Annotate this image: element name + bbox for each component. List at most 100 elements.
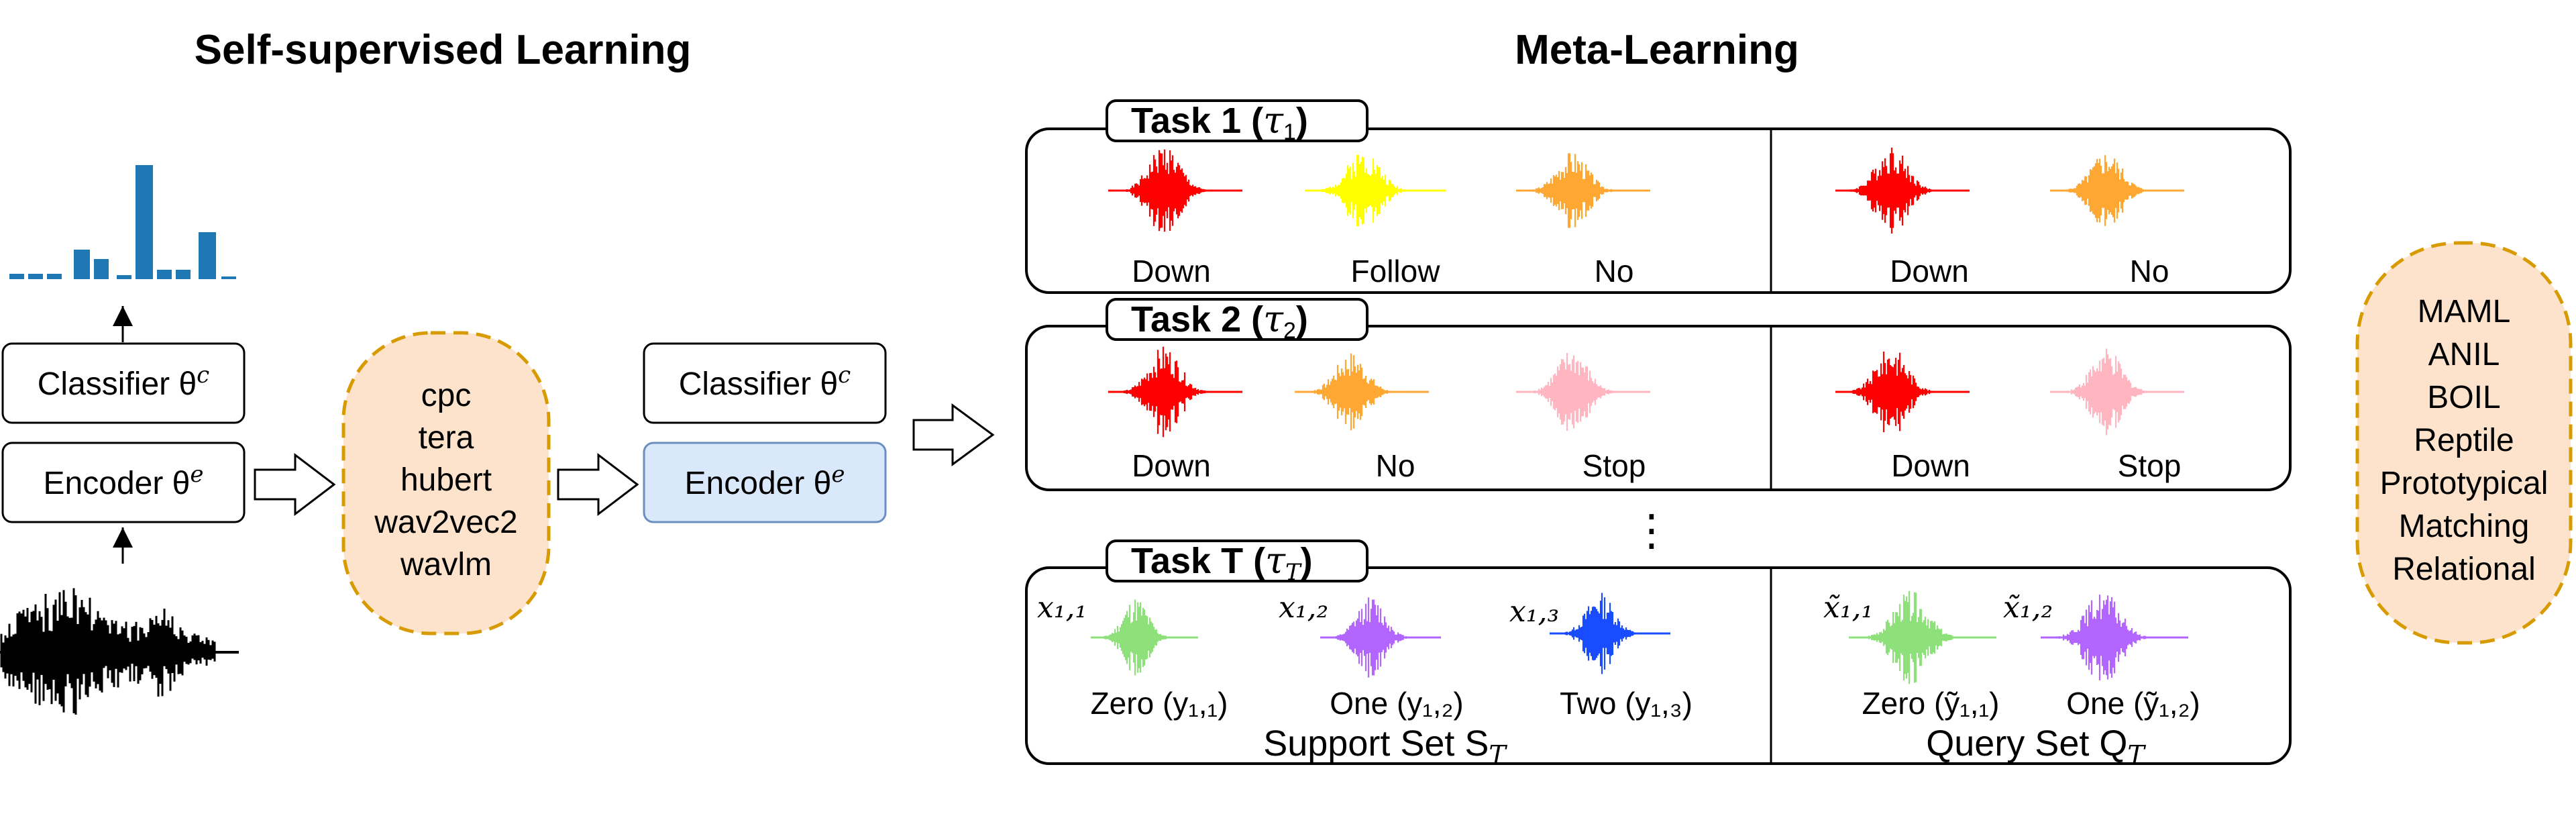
ssl-model-hubert: hubert — [400, 462, 492, 498]
output-bar — [94, 259, 109, 279]
taskT-sub: T — [1285, 559, 1302, 586]
output-bar — [136, 165, 153, 279]
taskT-close: ) — [1301, 541, 1313, 581]
task1-waves — [1107, 148, 2184, 234]
middle-encoder-sup: e — [831, 461, 845, 488]
taskT-support-0: Zero (y₁,₁) — [1091, 686, 1228, 721]
hollow-arrow-encoder-to-models — [254, 452, 336, 517]
task1-query-1: No — [2130, 254, 2169, 289]
ssl-model-wav2vec2: wav2vec2 — [374, 505, 517, 540]
wave-blue — [1548, 593, 1670, 674]
output-bar — [28, 274, 43, 279]
ssl-classifier-label: Classifier θc — [38, 362, 209, 402]
wave-green — [1089, 599, 1198, 676]
algorithms-blob — [2355, 241, 2573, 645]
taskT-sym: τ — [1265, 540, 1286, 582]
wave-yellow — [1303, 154, 1446, 227]
ssl-encoder-label-text: Encoder θ — [44, 466, 191, 501]
task1-label-text: Task 1 ( — [1131, 101, 1263, 141]
task1-sub: 1 — [1283, 119, 1296, 145]
query-set-sub: T — [2127, 740, 2146, 770]
ssl-encoder-label: Encoder θe — [44, 461, 204, 501]
ssl-model-tera: tera — [419, 420, 474, 456]
hollow-arrow-to-meta — [912, 403, 995, 466]
task2-sub: 2 — [1283, 318, 1296, 344]
task1-support-1: Follow — [1351, 254, 1441, 289]
algo-relational: Relational — [2392, 552, 2535, 587]
ssl-classifier-box — [1, 342, 246, 424]
taskT-support-x-1: x₁,₂ — [1279, 591, 1328, 625]
algo-maml: MAML — [2418, 294, 2511, 329]
middle-encoder-box — [643, 442, 887, 523]
output-bar — [157, 270, 172, 279]
wave-purple — [1319, 597, 1441, 678]
hollow-arrow-models-to-encoder — [557, 452, 639, 517]
taskT-support-x-0: x₁,₁ — [1037, 591, 1087, 625]
middle-classifier-label: Classifier θc — [679, 362, 851, 402]
task2-close: ) — [1296, 299, 1308, 340]
wave-green — [1847, 591, 1996, 684]
ssl-model-cpc: cpc — [421, 378, 472, 413]
task2-label-text: Task 2 ( — [1131, 299, 1263, 340]
taskT-support-1: One (y₁,₂) — [1330, 686, 1464, 721]
task1-support-2: No — [1595, 254, 1634, 289]
ssl-encoder-box — [1, 442, 246, 523]
task1-support-0: Down — [1132, 254, 1211, 289]
taskT-query-0: Zero (ỹ₁,₁) — [1862, 686, 2000, 721]
ssl-model-wavlm: wavlm — [400, 547, 492, 582]
output-bar — [199, 232, 216, 279]
wave-red — [1834, 148, 1970, 234]
task1-tag — [1106, 99, 1368, 142]
wave-red — [1834, 351, 1970, 433]
meta-title: Meta-Learning — [1515, 27, 1799, 73]
taskT-waves — [1089, 591, 2188, 684]
output-bar — [9, 274, 24, 279]
wave-purple — [2039, 595, 2188, 680]
taskT-label-text: Task T ( — [1131, 541, 1265, 581]
taskT-query-1: One (ỹ₁,₂) — [2066, 686, 2200, 721]
query-set-text: Query Set Q — [1926, 723, 2127, 764]
ssl-classifier-sup: c — [197, 362, 209, 389]
task2-box — [1025, 325, 2292, 491]
support-set-text: Support Set S — [1263, 723, 1489, 764]
support-set-label: Support Set ST — [1263, 723, 1507, 770]
middle-classifier-box — [643, 342, 887, 424]
wave-orange — [1293, 353, 1429, 431]
tasks-ellipsis: ⋮ — [1630, 506, 1673, 554]
task2-tag — [1106, 298, 1368, 341]
taskT-box — [1025, 566, 2292, 765]
middle-encoder-label: Encoder θe — [685, 461, 845, 501]
task2-support-1: No — [1376, 448, 1415, 483]
taskT-label: Task T (τT) — [1131, 540, 1313, 586]
output-bar — [221, 276, 236, 279]
query-set-label: Query Set QT — [1926, 723, 2146, 770]
wave-orange — [2049, 155, 2184, 226]
ssl-encoder-sup: e — [190, 461, 203, 488]
middle-encoder-label-text: Encoder θ — [685, 466, 832, 501]
wave-red — [1107, 346, 1242, 438]
taskT-query-x-1: x̃₁,₂ — [2003, 591, 2053, 625]
task2-query-1: Stop — [2118, 448, 2182, 483]
output-bar — [74, 250, 90, 279]
algo-boil: BOIL — [2427, 380, 2500, 415]
wave-red — [1107, 149, 1242, 232]
task2-query-0: Down — [1891, 448, 1970, 483]
task1-close: ) — [1296, 101, 1308, 141]
task2-waves — [1107, 346, 2184, 438]
output-bar — [176, 270, 191, 279]
middle-classifier-label-text: Classifier θ — [679, 366, 838, 402]
wave-pink — [2049, 348, 2184, 435]
task2-support-0: Down — [1132, 448, 1211, 483]
ssl-classifier-label-text: Classifier θ — [38, 366, 197, 402]
taskT-support-x-2: x₁,₃ — [1509, 595, 1559, 629]
ssl-models-blob — [341, 331, 551, 635]
ssl-title: Self-supervised Learning — [195, 27, 692, 73]
task1-box — [1025, 127, 2292, 294]
output-bar — [117, 275, 131, 279]
middle-classifier-sup: c — [838, 362, 851, 389]
task1-query-0: Down — [1890, 254, 1969, 289]
algo-reptile: Reptile — [2414, 423, 2514, 458]
task2-support-2: Stop — [1582, 448, 1646, 483]
support-set-sub: T — [1489, 740, 1507, 770]
